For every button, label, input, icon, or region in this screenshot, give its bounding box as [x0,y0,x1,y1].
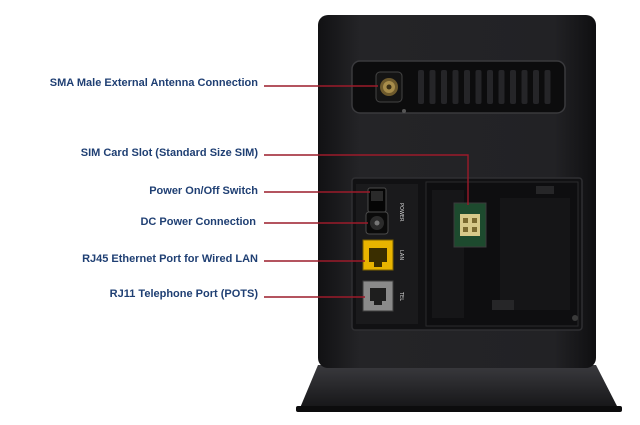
leader-line-sim [264,154,469,205]
label-sma-antenna: SMA Male External Antenna Connection [49,77,258,89]
power-switch [367,187,387,213]
vent-grille [418,70,551,104]
port-marking-power: POWER [398,203,404,222]
dc-power-jack [365,211,389,235]
rj11-telephone-port [362,280,394,312]
port-marking-lan: LAN [398,250,404,260]
compartment-latch [536,186,554,194]
sma-antenna-connector [375,71,403,103]
vent-slot [533,70,539,104]
port-marking-tel: TEL [398,291,404,301]
router-base-shadow [296,406,622,412]
vent-slot [452,70,459,104]
screw-hole [572,315,578,321]
router-base [300,365,618,408]
compartment-inner-right [500,198,570,310]
vent-slot [487,70,493,104]
label-dc-power: DC Power Connection [140,216,256,228]
label-sim-slot: SIM Card Slot (Standard Size SIM) [80,147,258,159]
vent-slot [429,70,436,104]
label-power-switch: Power On/Off Switch [149,185,258,197]
vent-slot [464,70,470,104]
leader-lines [264,85,469,298]
label-rj11: RJ11 Telephone Port (POTS) [109,288,258,300]
vent-slot [418,70,424,104]
vent-slot [544,70,551,104]
vent-slot [441,70,447,104]
label-rj45: RJ45 Ethernet Port for Wired LAN [82,253,258,265]
compartment-latch [492,300,514,310]
vent-slot [510,70,516,104]
vent-slot [475,70,482,104]
screw-hole [402,109,406,113]
vent-slot [521,70,528,104]
rj45-ethernet-port [362,239,394,271]
sim-card-slot [453,202,487,248]
vent-slot [498,70,505,104]
